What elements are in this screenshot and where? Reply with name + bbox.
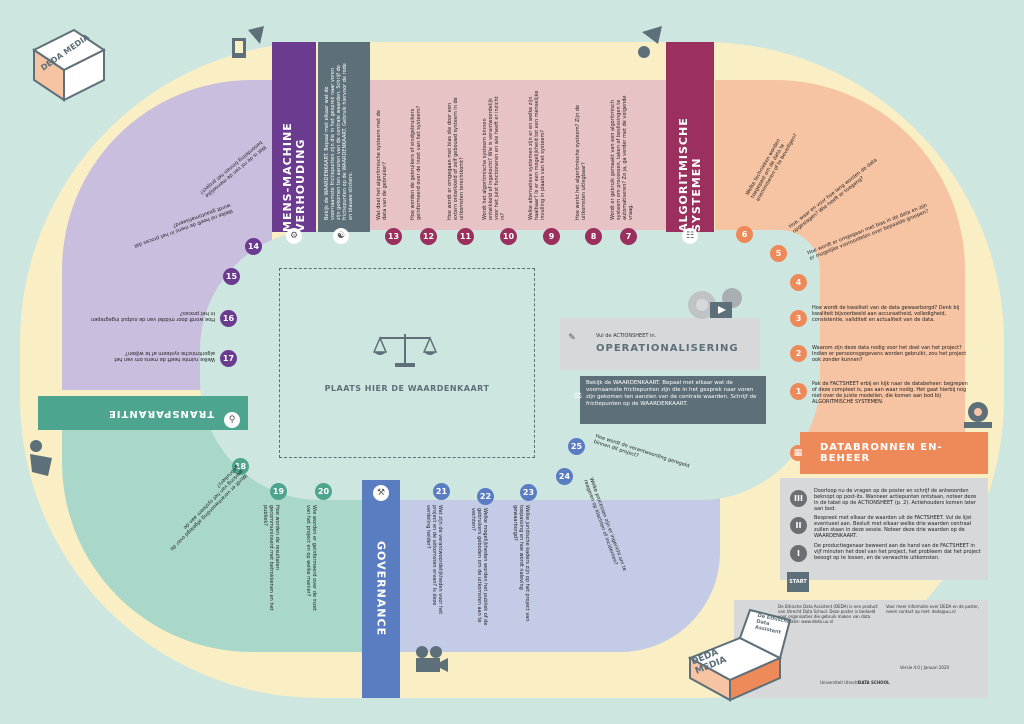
oper-pre: Vul de ACTIONSHEET in. [596, 333, 657, 339]
algo-icon: ☷ [682, 228, 698, 244]
question-number: 16 [220, 310, 237, 327]
governance-header: GOVERNANCE [362, 480, 400, 698]
question-number: 14 [245, 238, 262, 255]
deda-box-logo [687, 608, 792, 702]
question-text: Welke mogelijkheden worden het publiek o… [470, 508, 488, 626]
question-text: Hoe worden de gebruikers of eindgebruike… [410, 105, 422, 220]
question-number: 1 [790, 383, 807, 400]
tablet-figure-icon [232, 26, 264, 58]
question-number: 18 [232, 458, 249, 475]
footer-col1: De Ethische Data Assistent (DEDA) is een… [778, 604, 878, 624]
question-number: 23 [520, 484, 537, 501]
transparantie-icon: ⚲ [224, 412, 240, 428]
start-label: START [789, 579, 807, 585]
partner-data-school: DATA SCHOOL [858, 680, 890, 685]
footer-col2: Voor meer informatie over DEDA en de pos… [886, 604, 980, 614]
steps-panel [780, 478, 988, 580]
question-number: 2 [790, 345, 807, 362]
question-number: 22 [477, 488, 494, 505]
question-number: 21 [433, 483, 450, 500]
databronnen-label: DATABRONNEN EN-BEHEER [820, 442, 943, 464]
question-text: Wordt er gebruik gemaakt van een algorit… [610, 95, 634, 221]
start-badge: START [787, 572, 809, 592]
mens-machine-box [318, 42, 370, 232]
question-number: 9 [543, 228, 560, 245]
footer-version: Versie 4.0 | Januari 2020 [900, 665, 950, 670]
question-number: 5 [770, 245, 787, 262]
deda-logo-top [32, 28, 106, 102]
step-number: I [790, 545, 807, 562]
question-number: 17 [220, 350, 237, 367]
question-text: Wordt het algoritmische systeem binnen o… [482, 96, 506, 220]
operationalisering-panel [560, 318, 760, 370]
question-number: 6 [736, 226, 753, 243]
step-text: De productiegenaar beweerd aan de hand v… [814, 543, 981, 561]
question-number: 8 [585, 228, 602, 245]
governance-label: GOVERNANCE [374, 541, 388, 637]
question-number: 25 [568, 438, 585, 455]
data-icon: ▦ [790, 445, 806, 461]
mens-icon: ⚙ [286, 228, 302, 244]
algoritmische-label: ALGORITMISCHE SYSTEMEN [677, 117, 703, 232]
databronnen-header: DATABRONNEN EN-BEHEER [800, 432, 988, 474]
question-text: Welke alternatieve systemen zijn er en w… [528, 90, 546, 220]
question-number: 13 [385, 228, 402, 245]
mens-machine-box-text: Bekijk de WAARDENKAART. Bepaal met elkaa… [324, 63, 354, 220]
question-number: 15 [223, 268, 240, 285]
oper-box-icon: ⚖ [573, 391, 583, 401]
question-number: 3 [790, 310, 807, 327]
question-number: 12 [420, 228, 437, 245]
step-number: II [790, 517, 807, 534]
step-text: Doorloop nu de vragen op de poster en sc… [814, 488, 977, 512]
scale-icon [372, 334, 438, 367]
question-number: 19 [270, 483, 287, 500]
question-number: 24 [556, 468, 573, 485]
question-text: Welke juridische kaders zijn op het proj… [512, 505, 530, 622]
algoritmische-area [370, 80, 666, 230]
oper-icon: ✎ [568, 333, 576, 343]
center-title: PLAATS HIER DE WAARDENKAART [324, 384, 490, 393]
question-text: Pak de FACTSHEET erbij en kijk naar de d… [812, 381, 968, 405]
question-text: Hoe wordt door middel van de output inge… [90, 310, 215, 322]
question-text: Hoe wordt de kwaliteit van de data gewaa… [812, 305, 960, 323]
question-text: Waarom zijn deze data nodig voor het doe… [812, 345, 967, 363]
step-text: Bespreek met elkaar de waarden uit de FA… [814, 515, 972, 539]
question-number: 10 [500, 228, 517, 245]
question-text: Wat zijn de verantwoordelijkheden voor h… [425, 505, 443, 615]
question-number: 11 [457, 228, 474, 245]
step-number: III [790, 490, 807, 507]
question-text: Welke ruimte heeft de mens om van het al… [114, 350, 215, 362]
waardenkaart-placeholder [279, 268, 535, 458]
operationalisering-title: OPERATIONALISERING [596, 343, 739, 354]
gear-icon [688, 288, 742, 319]
person-figure-icon [30, 440, 52, 476]
algoritmische-header: ALGORITMISCHE SYSTEMEN [666, 42, 714, 232]
hand-figure-icon [638, 26, 662, 58]
mens-machine-label: MENS-MACHINE VERHOUDING [281, 122, 307, 232]
operationalisering-box: Bekijk de WAARDENKAART. Bepaal met elkaa… [580, 376, 766, 424]
camera-icon [416, 646, 448, 672]
question-text: Hoe werkt het algoritmische systeem? Zij… [575, 104, 587, 220]
transparantie-label: TRANSPARANTIE [108, 407, 215, 419]
question-text: Wat doet het algoritmische systeem met d… [376, 110, 388, 220]
fan-figure-icon [964, 402, 992, 428]
mens-box-icon: ☯ [333, 228, 349, 244]
question-number: 7 [620, 228, 637, 245]
mens-machine-header: MENS-MACHINE VERHOUDING [272, 42, 316, 232]
gov-icon: ⚒ [373, 485, 389, 501]
question-text: Hoe worden de resultaten gecommuniceerd … [262, 505, 280, 611]
question-text: Hoe wordt er omgegaan met bias die door … [447, 97, 465, 220]
question-text: Wie worden er geinformeerd over de inzet… [305, 505, 317, 611]
transparantie-header: TRANSPARANTIE [38, 396, 248, 430]
question-number: 4 [790, 274, 807, 291]
question-number: 20 [315, 483, 332, 500]
partner-uu: Universiteit Utrecht [820, 680, 860, 685]
